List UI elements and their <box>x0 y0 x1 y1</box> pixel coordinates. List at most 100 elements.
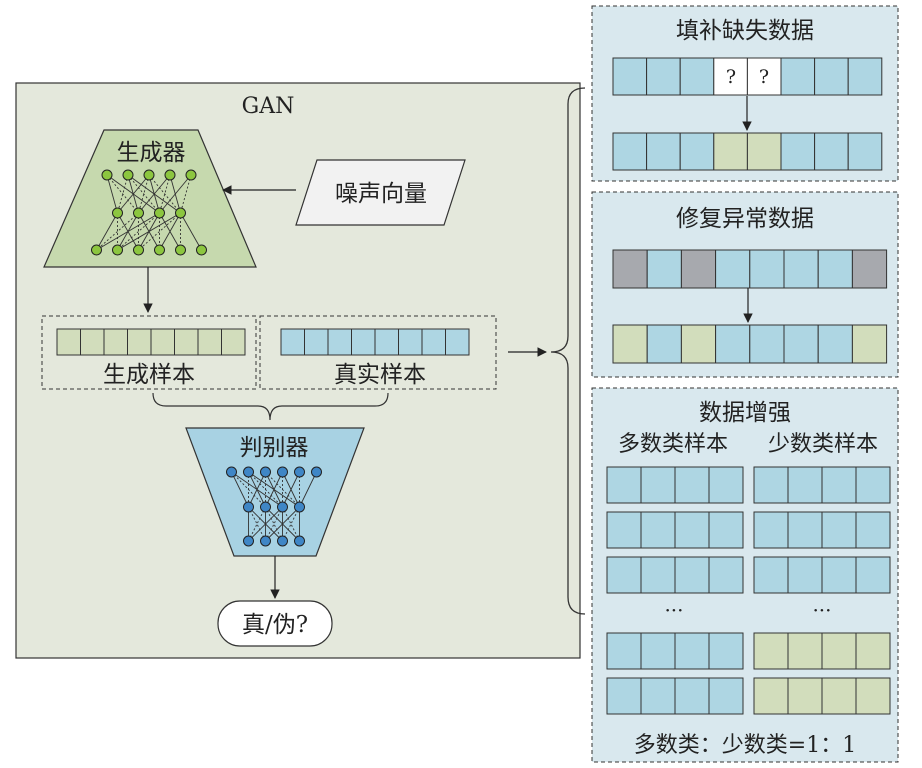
generator-network-edge <box>138 174 171 214</box>
minority-sample-cell <box>821 511 857 549</box>
class-ratio-label: 多数类：少数类=1：1 <box>634 733 856 758</box>
generated-sample-box <box>41 315 257 390</box>
generated-sample-cell <box>174 328 199 356</box>
majority-sample-cell <box>708 511 744 549</box>
generator-network-edge <box>138 174 150 214</box>
majority-sample-cell <box>708 677 744 715</box>
generator-network-node <box>133 244 144 256</box>
discriminator-network-edge <box>248 506 283 542</box>
repair-abnormal-input-row <box>612 249 888 289</box>
majority-sample-cell <box>606 511 642 549</box>
generator-network-edge <box>117 174 129 214</box>
real-sample-cell <box>374 328 399 356</box>
generated-minority-sample-cell <box>821 677 857 715</box>
missing-mark-1: ? <box>726 66 736 88</box>
real-sample-cell <box>445 328 470 356</box>
augmentation-title: 数据增强 <box>699 400 791 426</box>
generated-sample-cell <box>221 328 246 356</box>
generator-network-edge <box>148 174 181 214</box>
generator-network-edge <box>127 174 160 214</box>
discriminator-network-node <box>260 501 271 513</box>
augmentation-sample-grid <box>606 466 891 715</box>
repair-abnormal-output-cell <box>680 324 717 364</box>
generator-network-node <box>91 244 102 256</box>
real-sample-cell <box>398 328 423 356</box>
fill-missing-output-cell <box>847 132 883 171</box>
generated-sample-cell <box>150 328 175 356</box>
discriminator-network-edge <box>265 506 300 542</box>
discriminator-network-edge <box>231 471 249 508</box>
generator-network-edge <box>96 212 118 251</box>
discriminator-network-node <box>260 535 271 547</box>
generator-network-node <box>164 169 176 181</box>
repair-abnormal-output-cell <box>715 324 751 364</box>
real-sample-box <box>259 315 497 390</box>
samples-brace <box>152 392 389 421</box>
minority-sample-label: 少数类样本 <box>768 432 878 457</box>
discriminator-network-node <box>243 466 254 478</box>
discriminator-network-node <box>243 535 254 547</box>
generated-sample-cell <box>103 328 128 356</box>
discriminator-network-node <box>226 466 237 478</box>
discriminator-network-edge <box>265 471 283 508</box>
generated-minority-sample-cell <box>787 632 823 670</box>
fill-missing-output-cell <box>646 132 681 171</box>
real-sample-cell <box>421 328 446 356</box>
discriminator-label: 判别器 <box>240 435 309 461</box>
repair-abnormal-output-cell <box>749 324 785 364</box>
fill-missing-input-cell <box>746 57 782 96</box>
real-sample-vector <box>280 328 470 356</box>
gan-title: GAN <box>242 94 295 119</box>
generator-network-edge <box>180 212 202 251</box>
majority-sample-cell <box>674 556 710 594</box>
generator-network-edge <box>106 174 139 214</box>
majority-sample-cell <box>606 466 642 504</box>
fill-missing-input-cell <box>713 57 748 96</box>
repair-abnormal-input-cell <box>749 249 785 289</box>
minority-sample-cell <box>753 511 789 549</box>
fill-missing-input-cell <box>847 57 883 96</box>
generator-network-edge <box>96 212 139 251</box>
minority-sample-cell <box>753 556 789 594</box>
discriminator-network <box>226 466 322 547</box>
repair-abnormal-input-cell <box>783 249 819 289</box>
repair-abnormal-input-cell <box>715 249 751 289</box>
discriminator-network-edge <box>299 471 317 508</box>
generated-sample-cell <box>80 328 105 356</box>
repair-abnormal-input-cell <box>851 249 888 289</box>
generator-network-node <box>175 244 186 256</box>
majority-sample-cell <box>640 556 676 594</box>
majority-sample-cell <box>640 677 676 715</box>
majority-sample-cell <box>606 677 642 715</box>
fill-missing-output-row <box>612 132 883 171</box>
fill-missing-input-cell <box>780 57 816 96</box>
discriminator-network-node <box>311 466 322 478</box>
real-sample-label: 真实样本 <box>334 362 426 388</box>
repair-abnormal-output-row <box>612 324 888 364</box>
real-sample-cell <box>304 328 329 356</box>
generator-network-edge <box>159 212 181 251</box>
discriminator-network-node <box>294 535 305 547</box>
repair-abnormal-output-cell <box>646 324 682 364</box>
discriminator-network-edge <box>282 471 300 508</box>
repair-abnormal-input-cell <box>646 249 682 289</box>
minority-sample-cell <box>855 466 891 504</box>
generated-minority-sample-cell <box>753 677 789 715</box>
majority-sample-cell <box>708 466 744 504</box>
fill-missing-input-cell <box>646 57 681 96</box>
majority-sample-cell <box>640 632 676 670</box>
repair-abnormal-title: 修复异常数据 <box>676 206 814 232</box>
minority-sample-cell <box>787 556 823 594</box>
generator-network-node <box>143 169 155 181</box>
minority-sample-cell <box>753 466 789 504</box>
generated-minority-sample-cell <box>855 632 891 670</box>
generator-network-node <box>175 207 186 219</box>
fill-missing-output-cell <box>746 132 782 171</box>
generated-sample-cell <box>56 328 81 356</box>
majority-sample-cell <box>674 466 710 504</box>
majority-sample-cell <box>708 632 744 670</box>
fill-missing-output-cell <box>780 132 816 171</box>
majority-sample-cell <box>606 632 642 670</box>
generator-network-edge <box>117 174 150 214</box>
majority-sample-cell <box>708 556 744 594</box>
